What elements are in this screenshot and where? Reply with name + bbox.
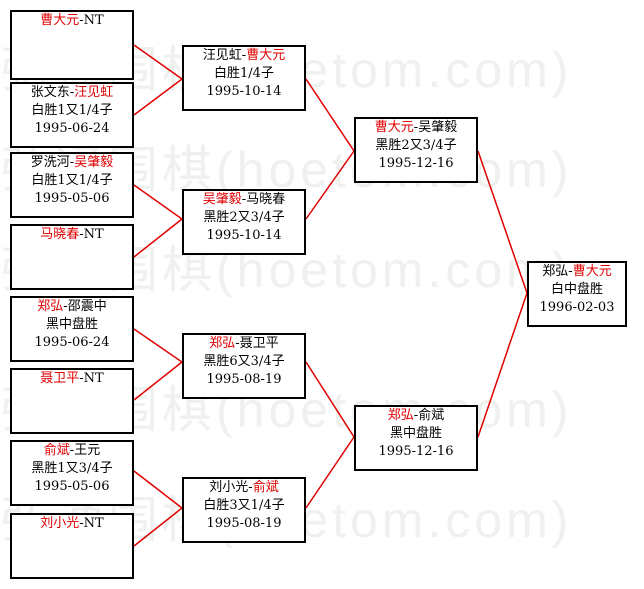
winner-name: 郑弘 <box>209 336 236 351</box>
match-final: 郑弘-曹大元 白中盘胜 1996-02-03 <box>527 261 627 327</box>
match-result: 黑胜1又3/4子 <box>31 461 113 476</box>
bye-label: -NT <box>79 516 104 531</box>
loser-name: -马晓春 <box>241 192 286 207</box>
match-date: 1995-10-14 <box>206 84 282 99</box>
match-players: 郑弘-俞斌 <box>356 407 476 425</box>
match-players: 聂卫平-NT <box>12 370 132 388</box>
winner-name: 俞斌 <box>252 480 279 495</box>
match-players: 罗洗河-吴肇毅 <box>12 154 132 172</box>
match-r1-3: 罗洗河-吴肇毅 白胜1又1/4子 1995-05-06 <box>10 152 134 218</box>
match-r1-4: 马晓春-NT <box>10 224 134 290</box>
match-players: 俞斌-王元 <box>12 442 132 460</box>
match-players: 郑弘-曹大元 <box>529 263 625 281</box>
match-result: 白胜1又1/4子 <box>31 173 113 188</box>
match-semi-2: 郑弘-俞斌 黑中盘胜 1995-12-16 <box>354 405 478 471</box>
loser-name: 汪见虹- <box>202 48 247 63</box>
match-r1-5: 郑弘-邵震中 黑中盘胜 1995-06-24 <box>10 296 134 362</box>
match-players: 马晓春-NT <box>12 226 132 244</box>
winner-name: 郑弘 <box>387 408 414 423</box>
match-date: 1995-08-19 <box>206 372 282 387</box>
match-players: 郑弘-邵震中 <box>12 298 132 316</box>
match-result: 黑胜2又3/4子 <box>375 138 457 153</box>
match-semi-1: 曹大元-吴肇毅 黑胜2又3/4子 1995-12-16 <box>354 117 478 183</box>
winner-name: 吴肇毅 <box>74 155 114 170</box>
winner-name: 马晓春 <box>40 227 80 242</box>
match-result: 白胜1/4子 <box>214 66 274 81</box>
match-result: 黑胜2又3/4子 <box>203 210 285 225</box>
match-result: 黑胜6又3/4子 <box>203 354 285 369</box>
match-r1-6: 聂卫平-NT <box>10 368 134 434</box>
match-date: 1995-12-16 <box>378 444 454 459</box>
winner-name: 汪见虹 <box>74 85 114 100</box>
winner-name: 曹大元 <box>572 264 612 279</box>
connector <box>133 44 184 116</box>
match-date: 1995-05-06 <box>34 191 110 206</box>
match-r1-8: 刘小光-NT <box>10 513 134 579</box>
match-r2-3: 郑弘-聂卫平 黑胜6又3/4子 1995-08-19 <box>182 333 306 399</box>
match-r2-1: 汪见虹-曹大元 白胜1/4子 1995-10-14 <box>182 45 306 111</box>
bye-label: -NT <box>79 371 104 386</box>
connector <box>305 361 355 509</box>
match-players: 刘小光-俞斌 <box>184 479 304 497</box>
match-result: 白胜3又1/4子 <box>203 498 285 513</box>
loser-name: -吴肇毅 <box>413 120 458 135</box>
connector <box>305 78 355 220</box>
match-date: 1995-10-14 <box>206 228 282 243</box>
match-result: 黑中盘胜 <box>389 426 442 441</box>
winner-name: 郑弘 <box>37 299 64 314</box>
match-r1-2: 张文东-汪见虹 白胜1又1/4子 1995-06-24 <box>10 82 134 148</box>
connector <box>133 470 184 547</box>
match-r2-2: 吴肇毅-马晓春 黑胜2又3/4子 1995-10-14 <box>182 189 306 255</box>
match-date: 1995-08-19 <box>206 516 282 531</box>
match-players: 刘小光-NT <box>12 515 132 533</box>
connector <box>477 150 528 438</box>
connector <box>133 184 184 258</box>
match-players: 郑弘-聂卫平 <box>184 335 304 353</box>
bye-label: -NT <box>79 13 104 28</box>
match-result: 白中盘胜 <box>550 282 603 297</box>
match-players: 张文东-汪见虹 <box>12 84 132 102</box>
match-date: 1995-12-16 <box>378 156 454 171</box>
match-date: 1995-05-06 <box>34 479 110 494</box>
match-result: 黑中盘胜 <box>45 317 98 332</box>
match-r1-7: 俞斌-王元 黑胜1又3/4子 1995-05-06 <box>10 440 134 506</box>
winner-name: 曹大元 <box>40 13 80 28</box>
loser-name: 罗洗河- <box>30 155 75 170</box>
match-players: 吴肇毅-马晓春 <box>184 191 304 209</box>
winner-name: 聂卫平 <box>40 371 80 386</box>
match-players: 汪见虹-曹大元 <box>184 47 304 65</box>
connector <box>133 328 184 401</box>
winner-name: 俞斌 <box>43 443 70 458</box>
match-date: 1995-06-24 <box>34 121 110 136</box>
winner-name: 吴肇毅 <box>202 192 242 207</box>
match-result: 白胜1又1/4子 <box>31 103 113 118</box>
match-players: 曹大元-吴肇毅 <box>356 119 476 137</box>
loser-name: -俞斌 <box>413 408 445 423</box>
loser-name: -王元 <box>69 443 101 458</box>
match-players: 曹大元-NT <box>12 12 132 30</box>
loser-name: 刘小光- <box>209 480 253 495</box>
winner-name: 刘小光 <box>40 516 80 531</box>
winner-name: 曹大元 <box>246 48 286 63</box>
match-date: 1996-02-03 <box>539 300 615 315</box>
loser-name: -聂卫平 <box>235 336 279 351</box>
loser-name: 张文东- <box>30 85 75 100</box>
loser-name: -邵震中 <box>63 299 107 314</box>
match-r1-1: 曹大元-NT <box>10 10 134 80</box>
match-r2-4: 刘小光-俞斌 白胜3又1/4子 1995-08-19 <box>182 477 306 543</box>
winner-name: 曹大元 <box>374 120 414 135</box>
bye-label: -NT <box>79 227 104 242</box>
loser-name: 郑弘- <box>542 264 573 279</box>
match-date: 1995-06-24 <box>34 335 110 350</box>
